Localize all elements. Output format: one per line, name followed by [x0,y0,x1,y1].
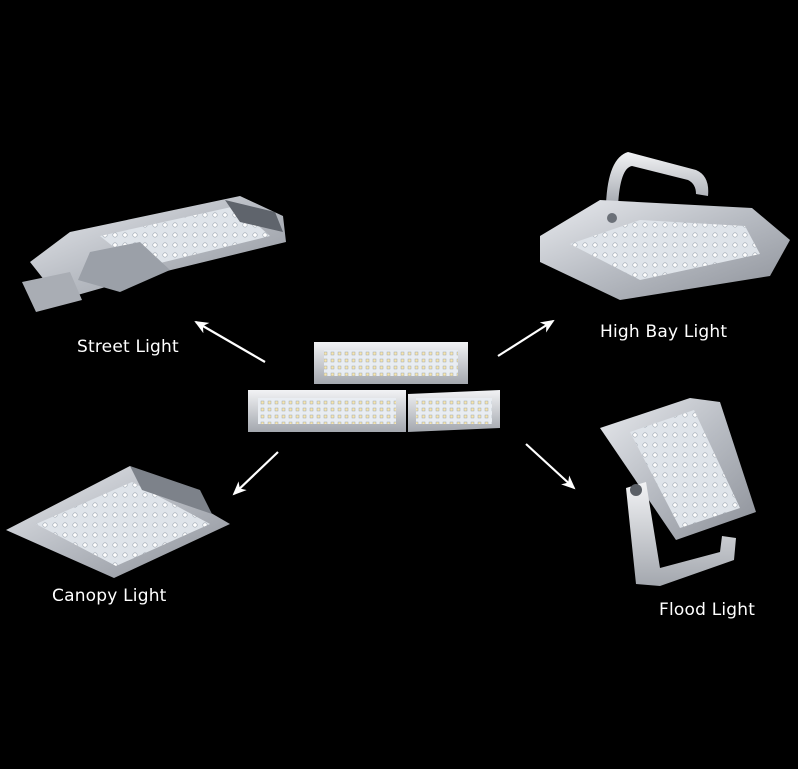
street-light-label: Street Light [77,337,179,357]
flood-light-image [600,398,756,586]
street-light-image [22,196,286,312]
high-bay-light-image [540,152,790,300]
led-modules-image [248,342,500,432]
canopy-light-image [6,466,230,578]
arrow-to-street-light [194,320,266,363]
high-bay-light-label: High Bay Light [600,322,728,342]
arrow-to-canopy-light [232,451,279,496]
arrow-to-flood-light [525,443,576,490]
flood-light-label: Flood Light [659,600,756,620]
arrow-to-high-bay-light [497,319,555,357]
canopy-light-label: Canopy Light [52,586,167,606]
